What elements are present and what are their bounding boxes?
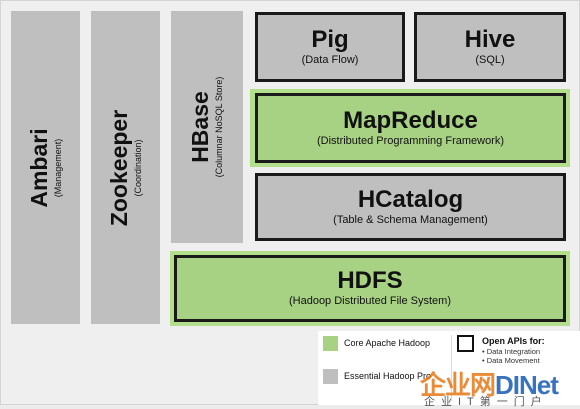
watermark-text-b: D: [495, 370, 514, 400]
hive-title: Hive: [464, 25, 516, 53]
legend-essential-label: Essential Hadoop Pro: [344, 371, 432, 381]
legend-open-apis-list: • Data Integration • Data Movement: [482, 347, 540, 365]
mapreduce-subtitle: (Distributed Programming Framework): [316, 134, 505, 147]
hive-block: Hive (SQL): [414, 12, 566, 82]
watermark-logo: 企业网DINet: [420, 365, 559, 402]
hive-subtitle: (SQL): [475, 53, 505, 66]
legend-open-apis-item: • Data Integration: [482, 347, 541, 356]
mapreduce-block: MapReduce (Distributed Programming Frame…: [255, 93, 566, 163]
legend-core-swatch: [323, 336, 338, 351]
zookeeper-block: Zookeeper (Coordination): [91, 11, 160, 324]
hcatalog-title: HCatalog: [357, 185, 464, 213]
ambari-title: Ambari: [25, 127, 52, 208]
hbase-subtitle: (Columnar NoSQL Store): [214, 76, 225, 178]
pig-title: Pig: [311, 25, 349, 53]
hbase-title: HBase: [187, 91, 214, 163]
zookeeper-subtitle: (Coordination): [132, 138, 143, 197]
mapreduce-title: MapReduce: [343, 106, 478, 134]
hdfs-block: HDFS (Hadoop Distributed File System): [174, 255, 566, 322]
legend-open-apis-title: Open APIs for:: [482, 336, 545, 346]
pig-subtitle: (Data Flow): [301, 53, 359, 66]
hcatalog-subtitle: (Table & Schema Management): [333, 213, 488, 226]
hdfs-title: HDFS: [337, 267, 403, 295]
hcatalog-block: HCatalog (Table & Schema Management): [255, 173, 566, 241]
watermark-subtitle: 企业IT第一门户: [424, 396, 548, 408]
pig-block: Pig (Data Flow): [255, 12, 405, 82]
legend-core-label: Core Apache Hadoop: [344, 338, 431, 348]
zookeeper-title: Zookeeper: [105, 109, 132, 226]
watermark-text-c: INet: [512, 370, 559, 400]
legend: Core Apache Hadoop Essential Hadoop Pro …: [318, 331, 580, 405]
hbase-block: HBase (Columnar NoSQL Store): [171, 11, 243, 243]
watermark-text-a: 企业网: [420, 370, 496, 400]
ambari-subtitle: (Management): [52, 138, 63, 197]
ambari-block: Ambari (Management): [11, 11, 80, 324]
legend-essential-swatch: [323, 369, 338, 384]
legend-divider: [451, 335, 452, 401]
legend-open-apis-item: • Data Movement: [482, 356, 540, 365]
hdfs-subtitle: (Hadoop Distributed File System): [288, 295, 451, 308]
legend-open-apis-swatch: [457, 335, 474, 352]
